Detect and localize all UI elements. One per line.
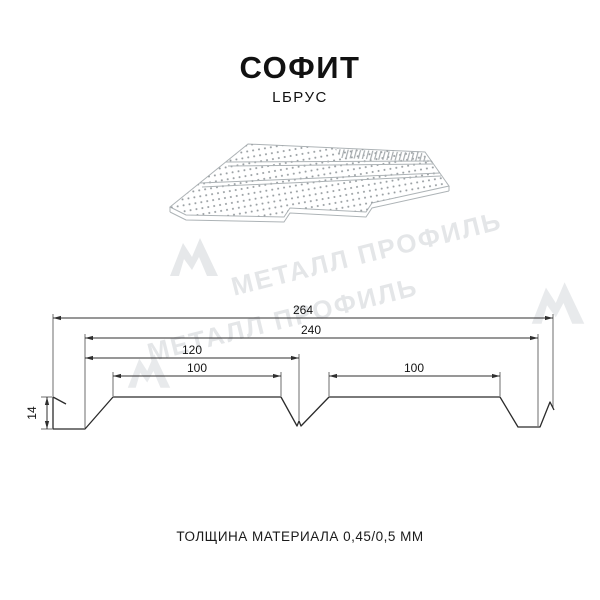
dimension-label-height: 14 — [25, 406, 39, 420]
profile-dimension-drawing: 264 240 120 100 100 14 — [25, 303, 555, 430]
panel-perforation-band — [170, 173, 449, 217]
panel-perforation-band — [200, 161, 440, 183]
panel-edge-hatch — [335, 149, 430, 162]
dimension-label-cover: 240 — [301, 323, 321, 337]
panel-grooves — [199, 160, 442, 188]
dimension-lines — [44, 315, 553, 429]
metall-profil-logo-icon — [127, 354, 171, 388]
metall-profil-logo-icon — [531, 282, 585, 324]
page-subtitle: LБРУС — [272, 89, 328, 106]
material-thickness-note: ТОЛЩИНА МАТЕРИАЛА 0,45/0,5 ММ — [176, 529, 424, 544]
soffit-panel-illustration — [169, 143, 450, 223]
header: СОФИТ LБРУС — [0, 52, 600, 106]
dimension-label-flat-right: 100 — [404, 361, 424, 375]
extension-lines — [41, 314, 554, 430]
metall-profil-logo-icon — [170, 238, 218, 276]
profile-cross-section — [52, 396, 555, 430]
panel-thickness-edge — [169, 186, 450, 223]
dimension-label-overall: 264 — [293, 303, 313, 317]
dimension-label-groove: 120 — [182, 343, 202, 357]
dimension-label-flat-left: 100 — [187, 361, 207, 375]
page-title: СОФИТ — [239, 50, 361, 85]
